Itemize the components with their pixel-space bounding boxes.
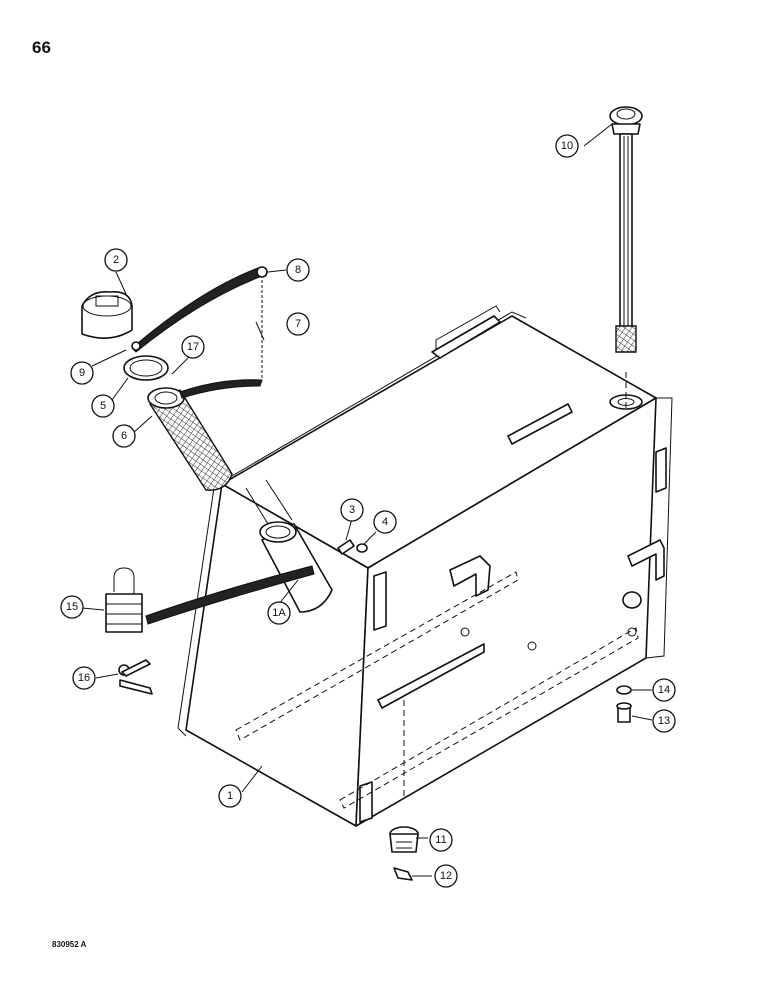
front-slot-tabs [449, 539, 665, 651]
right-mount-bracket [655, 447, 667, 493]
callout-9: 9 [70, 361, 94, 385]
fuel-gauge-sender [609, 106, 643, 353]
leader-lines [81, 123, 653, 877]
callout-label: 4 [382, 516, 388, 528]
callout-4: 4 [373, 510, 397, 534]
callout-label: 17 [187, 341, 199, 353]
filler-strainer [147, 387, 233, 491]
skid-strip-front [377, 643, 485, 709]
callout-2: 2 [104, 248, 128, 272]
callout-label: 13 [658, 715, 670, 727]
reference-code: 830952 A [52, 940, 87, 949]
fuel-tank-body [177, 311, 673, 827]
callout-label: 12 [440, 870, 452, 882]
cap-chain [131, 266, 268, 399]
callout-label: 10 [561, 140, 573, 152]
filler-cap [81, 290, 133, 339]
callout-8: 8 [286, 258, 310, 282]
top-slot-bracket [507, 403, 573, 445]
callout-17: 17 [181, 335, 205, 359]
callout-label: 11 [435, 834, 446, 846]
callout-label: 15 [66, 601, 78, 613]
callout-7: 7 [286, 312, 310, 336]
callout-16: 16 [72, 666, 96, 690]
callout-15: 15 [60, 595, 84, 619]
tank-carry-handle [431, 305, 501, 359]
callout-label: 14 [658, 684, 670, 696]
callout-label: 5 [100, 400, 106, 412]
callout-14: 14 [652, 678, 676, 702]
drain-fitting [389, 826, 419, 853]
callout-layer: 1 1A 2 3 4 5 6 7 8 9 10 11 12 13 14 15 16 17 [60, 134, 676, 888]
gasket [123, 355, 169, 381]
callout-5: 5 [91, 394, 115, 418]
callout-10: 10 [555, 134, 579, 158]
callout-label: 1A [272, 607, 286, 619]
callout-3: 3 [340, 498, 364, 522]
bolt [337, 539, 355, 555]
callout-13: 13 [652, 709, 676, 733]
callout-label: 6 [121, 430, 127, 442]
callout-label: 1 [227, 790, 233, 802]
callout-11: 11 [429, 828, 453, 852]
callout-label: 2 [113, 254, 119, 266]
nut [356, 543, 368, 553]
callout-label: 9 [79, 367, 85, 379]
mount-bolt [616, 702, 632, 723]
lower-left-bracket [359, 781, 373, 823]
callout-label: 16 [78, 672, 90, 684]
callout-1a: 1A [267, 601, 291, 625]
callout-12: 12 [434, 864, 458, 888]
callout-label: 3 [349, 504, 355, 516]
padlock-keys [118, 659, 153, 695]
callout-6: 6 [112, 424, 136, 448]
callout-label: 8 [295, 264, 301, 276]
drain-plug [393, 867, 413, 881]
callout-label: 7 [295, 318, 301, 330]
callout-1: 1 [218, 784, 242, 808]
hidden-skid-strips [235, 370, 639, 809]
front-left-bracket [373, 571, 387, 631]
mount-washer [616, 685, 632, 695]
fill-neck [245, 479, 333, 613]
padlock [105, 565, 315, 633]
page-number: 66 [32, 38, 51, 57]
